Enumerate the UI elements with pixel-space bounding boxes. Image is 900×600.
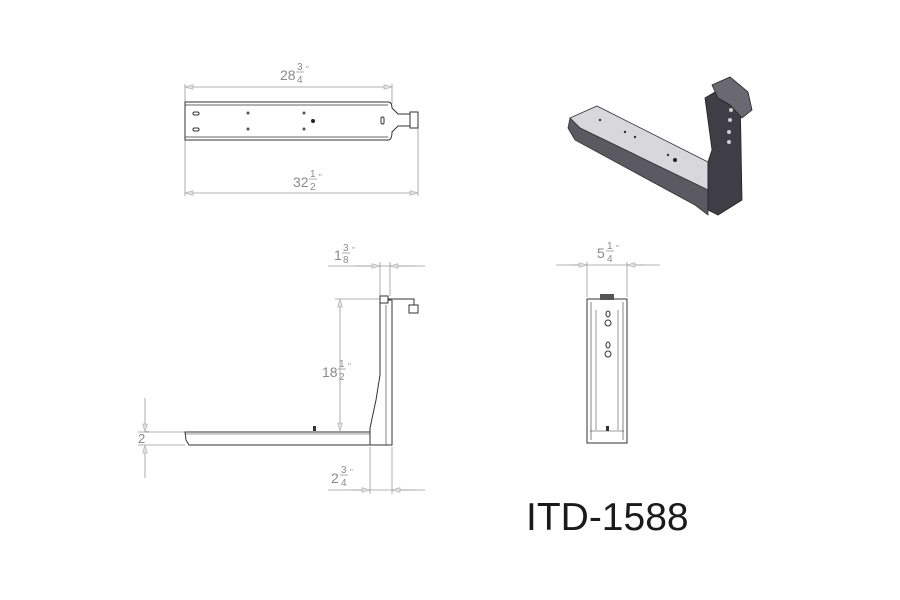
svg-text:": "	[352, 246, 355, 255]
svg-text:3: 3	[341, 465, 347, 476]
isometric-view	[567, 76, 753, 216]
front-view: 5 1 4 "	[556, 241, 660, 444]
svg-text:": "	[616, 244, 619, 253]
svg-text:2: 2	[339, 372, 345, 383]
svg-text:1: 1	[607, 241, 613, 252]
svg-text:2: 2	[310, 182, 316, 193]
svg-text:": "	[319, 173, 322, 182]
dimension-label-upright-thickness: 1 3 8 "	[334, 243, 355, 266]
svg-text:1: 1	[310, 169, 316, 180]
part-number-label: ITD-1588	[526, 496, 689, 539]
dimension-label-overall-length: 32 1 2 "	[293, 169, 322, 193]
svg-text:32: 32	[293, 174, 309, 190]
svg-text:4: 4	[607, 254, 613, 265]
svg-text:8: 8	[343, 255, 349, 266]
svg-text:4: 4	[341, 478, 347, 489]
svg-text:3: 3	[343, 243, 349, 254]
svg-text:": "	[146, 430, 149, 439]
svg-text:5: 5	[597, 245, 605, 261]
svg-text:2: 2	[331, 470, 339, 486]
svg-text:1: 1	[339, 359, 345, 370]
svg-text:28: 28	[280, 67, 296, 83]
dimension-label-height: 18 1 2 "	[322, 359, 351, 383]
svg-text:1: 1	[334, 247, 342, 263]
dimension-label-length: 28 3 4 "	[280, 62, 309, 86]
dimension-label-base-thickness: 2 "	[138, 430, 149, 446]
svg-text:4: 4	[297, 75, 303, 86]
svg-text:3: 3	[297, 62, 303, 73]
svg-text:2: 2	[138, 431, 145, 446]
svg-text:18: 18	[322, 364, 338, 380]
dimension-label-upright-depth: 2 3 4 "	[331, 465, 353, 489]
svg-text:": "	[348, 362, 351, 371]
dimension-label-width: 5 1 4 "	[597, 241, 619, 265]
svg-text:": "	[350, 468, 353, 477]
top-view: 28 3 4 " 32 1 2 "	[185, 62, 418, 196]
side-view: 1 3 8 " 18 1 2 " 2 " 2 3	[138, 243, 425, 494]
svg-text:": "	[306, 65, 309, 74]
